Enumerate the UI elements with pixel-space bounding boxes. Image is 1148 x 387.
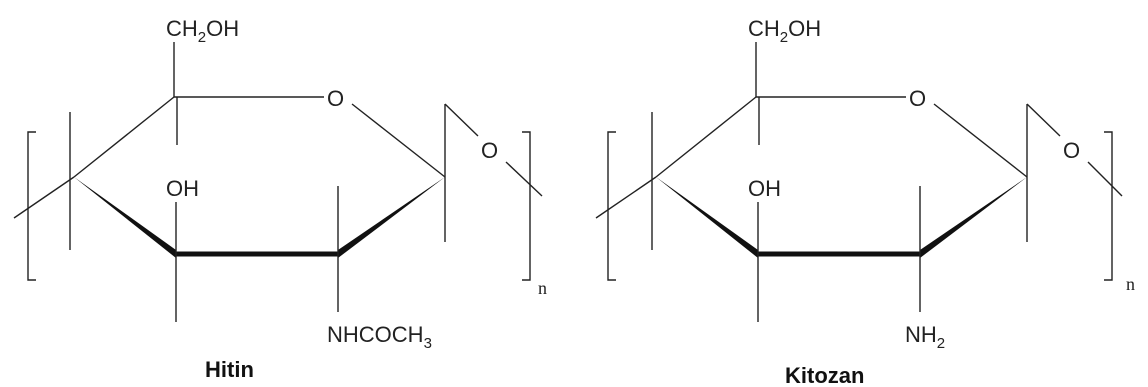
c2-amino-label: NH2 [905, 322, 945, 352]
link-bond-c1-o [444, 103, 479, 137]
structure-name: Hitin [205, 357, 254, 382]
wedge-bond-c4-c3 [74, 177, 176, 258]
link-bond-o-out [505, 161, 543, 197]
left-bracket [607, 131, 616, 281]
left-link-bond [595, 176, 657, 219]
repeat-unit-label: n [1126, 274, 1135, 294]
link-oxygen-label: O [481, 138, 498, 163]
c6-group-label: CH2OH [166, 16, 239, 46]
left-bracket [27, 131, 36, 281]
ring-bond-c4-c5 [655, 96, 757, 178]
kitozan-structure: CH2OH O OH NH2 O n Kitozan [595, 16, 1135, 387]
right-bracket [522, 131, 531, 281]
structure-name: Kitozan [785, 363, 864, 387]
c3-hydroxyl-label: OH [166, 176, 199, 201]
left-link-bond [13, 176, 75, 219]
wedge-bond-c2-c1 [338, 177, 445, 258]
wedge-bond-c2-c1 [920, 177, 1027, 258]
ring-bond-o-c1 [351, 103, 446, 178]
ring-oxygen-label: O [909, 86, 926, 111]
hitin-structure: CH2OH O OH NHCOCH3 O n Hitin [13, 16, 547, 382]
link-oxygen-label: O [1063, 138, 1080, 163]
link-bond-c1-o [1026, 103, 1061, 137]
ring-bond-o-c1 [933, 103, 1028, 178]
link-bond-o-out [1087, 161, 1123, 197]
wedge-bond-c4-c3 [656, 177, 758, 258]
c6-group-label: CH2OH [748, 16, 821, 46]
repeat-unit-label: n [538, 278, 547, 298]
c3-hydroxyl-label: OH [748, 176, 781, 201]
ring-bond-c4-c5 [73, 96, 175, 178]
c2-acetamido-label: NHCOCH3 [327, 322, 432, 352]
right-bracket [1104, 131, 1113, 281]
ring-oxygen-label: O [327, 86, 344, 111]
